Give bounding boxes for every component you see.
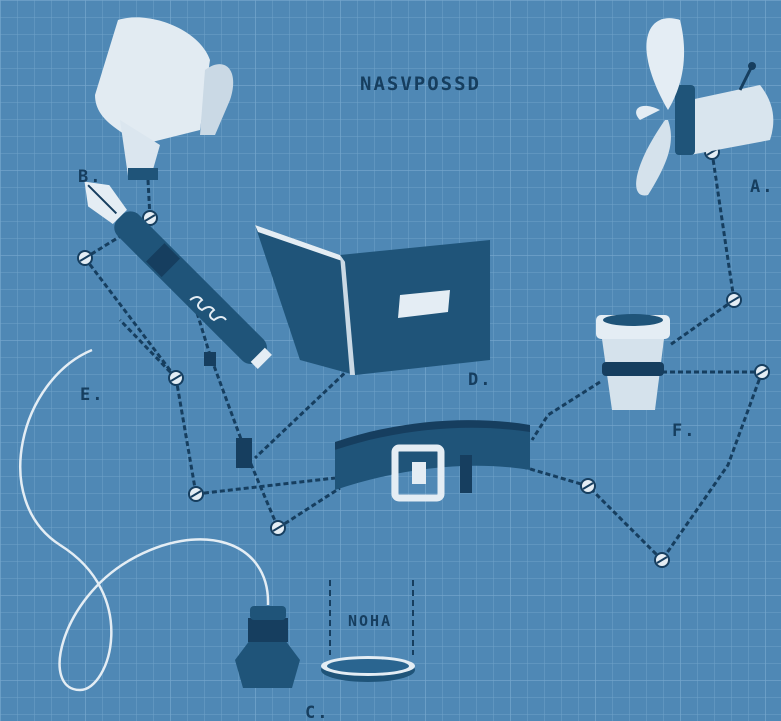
cord-clip: [204, 352, 216, 366]
screw-icon: [581, 479, 595, 493]
screw-icon: [169, 371, 183, 385]
cord-clip: [236, 438, 252, 468]
screw-icon: [727, 293, 741, 307]
coin-disc-icon: [321, 656, 415, 682]
label-f: F.: [672, 421, 696, 441]
screw-icon: [271, 521, 285, 535]
screw-icon: [655, 553, 669, 567]
label-c: C.: [305, 703, 329, 721]
label-a: A.: [750, 177, 774, 197]
title-label: NASVPOSSD: [360, 73, 481, 95]
label-b: B.: [78, 167, 102, 187]
label-e: E.: [80, 385, 104, 405]
label-d: D.: [468, 370, 492, 390]
dimension-label: NOHA: [348, 612, 392, 630]
screw-icon: [189, 487, 203, 501]
screw-icon: [755, 365, 769, 379]
screw-icon: [78, 251, 92, 265]
